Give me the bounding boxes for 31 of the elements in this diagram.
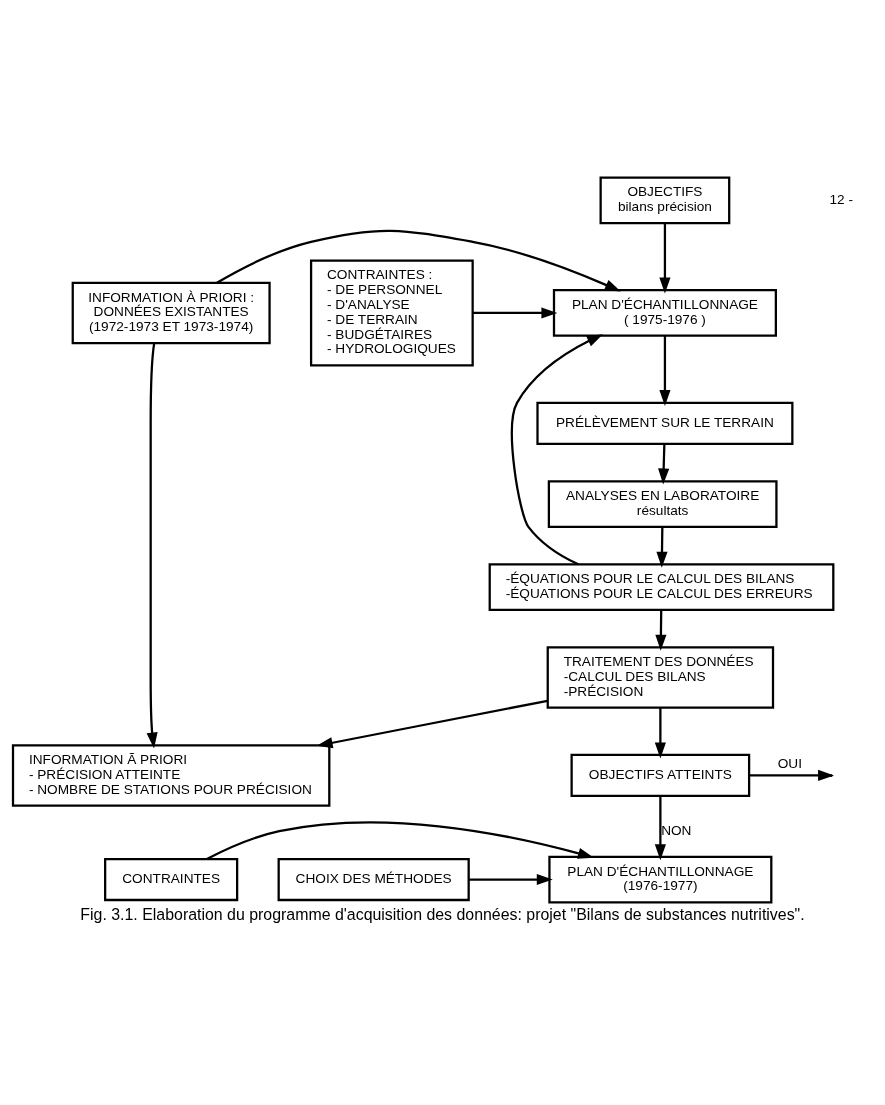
arrow: [146, 342, 158, 748]
label: 12 -: [829, 191, 854, 207]
node-box: PLAN D'ÉCHANTILLONNAGE ( 1975-1976 ): [552, 288, 777, 337]
arrow: [655, 609, 667, 651]
node-box: -ÉQUATIONS POUR LE CALCUL DES BILANS -ÉQUATIONS POUR LE CALCUL DES ERREURS: [488, 562, 835, 611]
arrow: [316, 699, 548, 748]
node-box: CONTRAINTES: [104, 857, 239, 901]
node-box: INFORMATION Ã PRIORI - PRÉCISION ATTEINTE - NOMBRE DE STATIONS POUR PRÉCISION: [11, 743, 331, 807]
edge-label: OUI: [777, 755, 802, 771]
arrow: [472, 306, 558, 319]
arrow: [659, 335, 671, 406]
arrow: [659, 222, 671, 293]
node-box: INFORMATION À PRIORI : DONNÉES EXISTANTES (1972-1973 ET 1973-1974): [71, 281, 271, 344]
arrow: [468, 873, 553, 885]
arrow: [206, 820, 594, 860]
arrow: [654, 795, 666, 860]
node-box: CONTRAINTES : - DE PERSONNEL - D'ANALYSE - DE TERRAIN - BUDGÉTAIRES - HYDROLOGIQUES: [309, 258, 474, 366]
caption: Fig. 3.1. Elaboration du programme d'acquisition des données: projet "Bilans de substances nutritives".: [80, 905, 805, 923]
node-box: TRAITEMENT DES DONNÉES -CALCUL DES BILANS -PRÉCISION: [546, 645, 775, 709]
node-box: ANALYSES EN LABORATOIRE résultats: [547, 479, 778, 528]
arrow: [216, 229, 621, 291]
arrow: [654, 707, 666, 758]
node-box: PLAN D'ÉCHANTILLONNAGE (1976-1977): [548, 855, 773, 903]
node-box: PRÉLÈVEMENT SUR LE TERRAIN: [536, 401, 794, 445]
node-box: CHOIX DES MÉTHODES: [277, 857, 470, 901]
edge-label: NON: [661, 822, 692, 838]
arrow: [656, 526, 668, 568]
node-box: OBJECTIFS ATTEINTS: [570, 753, 751, 797]
arrow: [658, 443, 670, 484]
arrow: [510, 333, 603, 565]
node-box: OBJECTIFS bilans précision: [599, 175, 731, 224]
